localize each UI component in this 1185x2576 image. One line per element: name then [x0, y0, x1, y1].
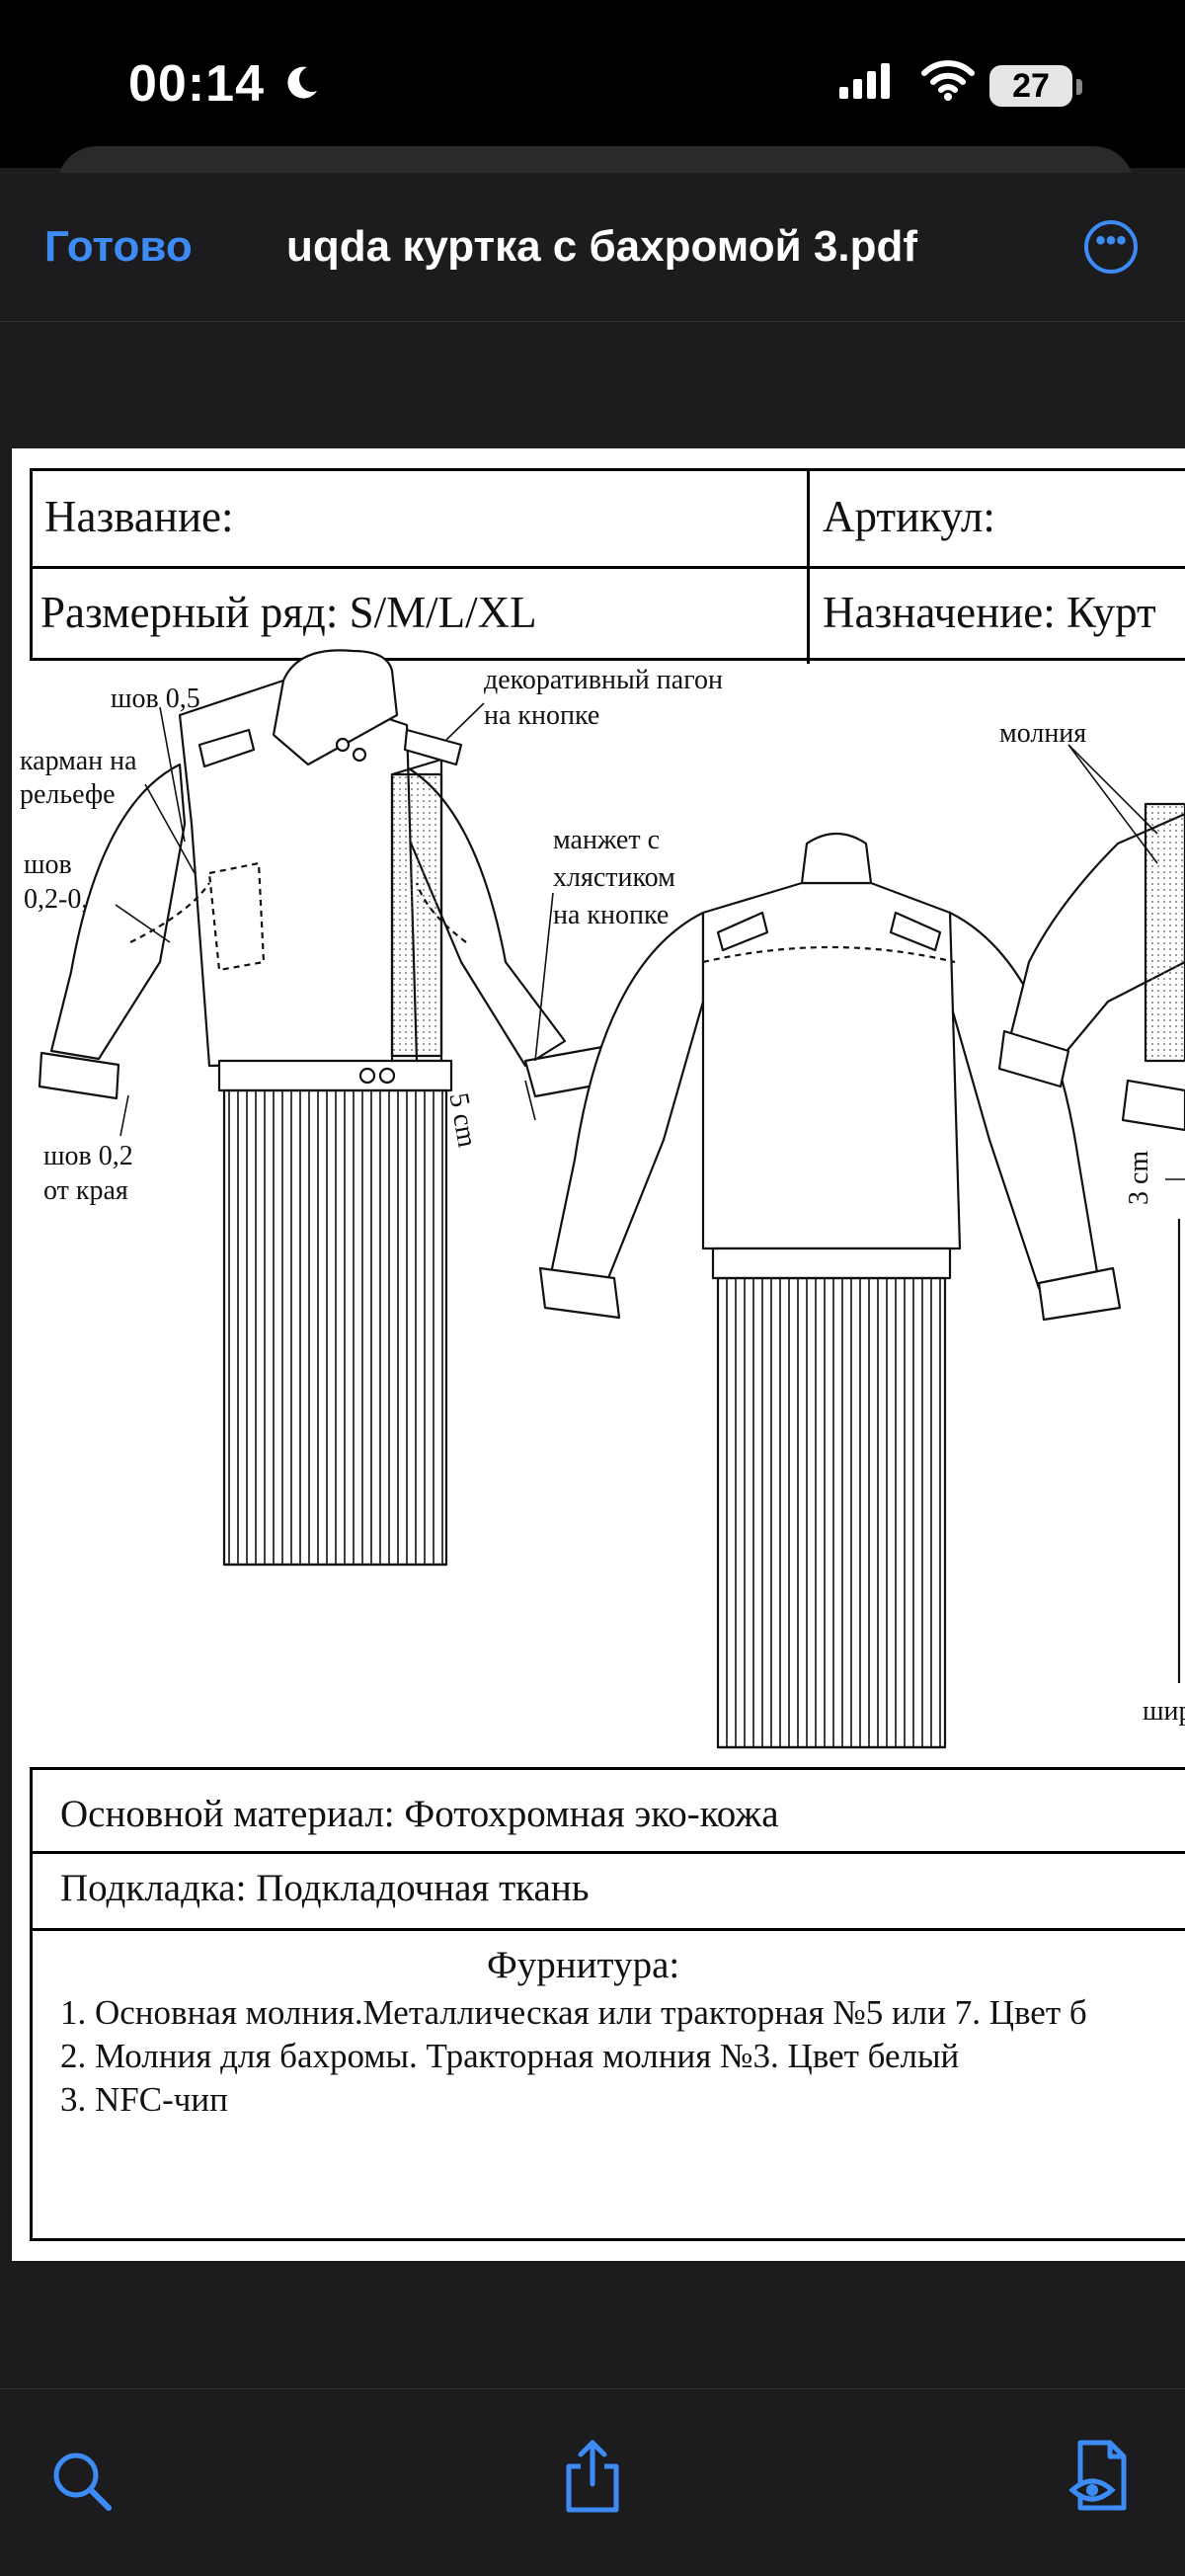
annotation-pocket-1: карман на — [20, 746, 137, 776]
status-bar: 00:14 27 — [0, 0, 1185, 168]
document-preview-icon[interactable] — [1068, 2439, 1134, 2514]
name-label: Название: — [44, 492, 234, 541]
header-divider — [33, 566, 1185, 569]
annotation-cuff-3: на кнопке — [553, 900, 670, 930]
hardware-item-2: 2. Молния для бахромы. Тракторная молния… — [60, 2037, 960, 2075]
pdf-page[interactable]: Название: Артикул: Размерный ряд: S/M/L/… — [12, 448, 1185, 2261]
ellipsis-icon: ••• — [1095, 224, 1127, 257]
leader-lines — [115, 702, 1185, 1180]
search-icon[interactable] — [51, 2451, 113, 2512]
annotation-cuff-2: хлястиком — [553, 862, 675, 893]
annotation-width: шир — [1143, 1696, 1185, 1727]
moon-icon — [287, 66, 317, 99]
document-title: uqda куртка с бахромой 3.pdf — [286, 222, 918, 271]
lining-material: Подкладка: Подкладочная ткань — [60, 1867, 590, 1909]
annotation-seam-05: шов 0,5 — [111, 684, 200, 714]
bottom-toolbar — [0, 2388, 1185, 2576]
annotation-pocket-2: рельефе — [20, 779, 116, 810]
header-table: Название: Артикул: Размерный ряд: S/M/L/… — [30, 468, 1185, 664]
annotation-seam-a: шов — [24, 849, 72, 880]
annotation-edge-seam-2: от края — [43, 1175, 128, 1206]
hardware-item-3: 3. NFC-чип — [60, 2080, 228, 2119]
purpose-label: Назначение: Курт — [823, 588, 1156, 637]
annotation-zipper: молния — [999, 718, 1087, 749]
size-range: Размерный ряд: S/M/L/XL — [40, 588, 537, 637]
article-label: Артикул: — [823, 492, 995, 541]
annotation-edge-seam-1: шов 0,2 — [43, 1141, 133, 1171]
back-view — [538, 833, 1122, 1749]
jacket-technical-drawing — [38, 649, 1185, 1749]
hardware-item-1: 1. Основная молния.Металлическая или тра… — [60, 1993, 1087, 2032]
materials-table: Основной материал: Фотохромная эко-кожа … — [30, 1767, 1185, 2241]
hardware-title: Фурнитура: — [487, 1944, 680, 1986]
more-options-button[interactable]: ••• — [1084, 220, 1138, 274]
annotation-epaulet-2: на кнопке — [484, 700, 600, 731]
navigation-bar: Готово uqda куртка с бахромой 3.pdf ••• — [0, 173, 1185, 322]
header-column-divider — [807, 471, 810, 664]
materials-divider-2 — [33, 1928, 1185, 1931]
cellular-signal-icon — [839, 63, 890, 99]
share-icon[interactable] — [563, 2439, 622, 2514]
main-material: Основной материал: Фотохромная эко-кожа — [60, 1793, 779, 1835]
annotation-epaulet-1: декоративный пагон — [484, 665, 723, 695]
wifi-icon — [921, 60, 975, 101]
done-button[interactable]: Готово — [44, 222, 193, 271]
front-view — [38, 649, 612, 1567]
status-time: 00:14 — [128, 55, 265, 113]
battery-indicator: 27 — [989, 65, 1072, 107]
annotation-cuff-1: манжет с — [553, 825, 661, 855]
materials-divider-1 — [33, 1851, 1185, 1854]
side-view — [997, 802, 1185, 1683]
battery-cap — [1076, 79, 1082, 95]
